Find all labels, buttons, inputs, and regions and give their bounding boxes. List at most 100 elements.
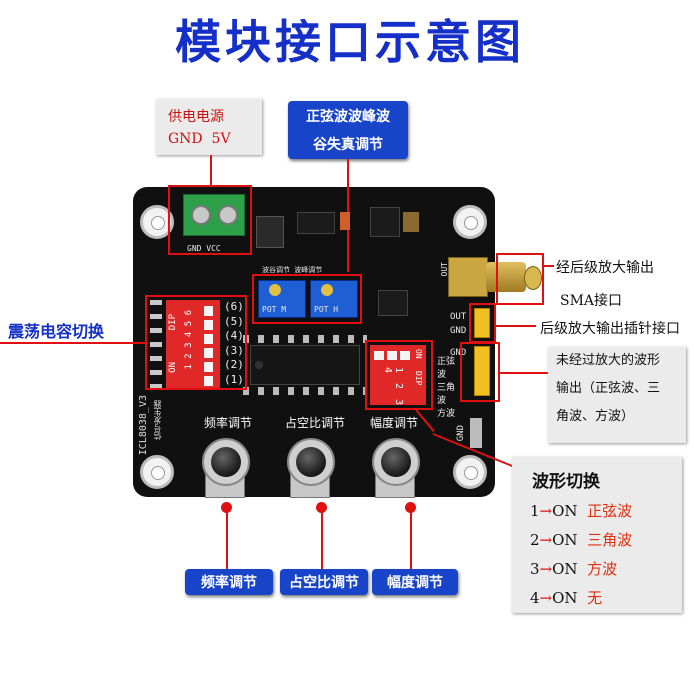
sma-callout: SMA接口 bbox=[560, 293, 623, 309]
amp-knob-ring bbox=[372, 438, 420, 486]
wave-row-3: 3→ON 方波 bbox=[530, 560, 618, 578]
chip-u1 bbox=[370, 207, 400, 237]
sma-highlight-box bbox=[496, 253, 544, 305]
paren-4: (4) bbox=[224, 329, 244, 342]
osc-cap-highlight-box bbox=[145, 295, 247, 390]
raw-out-line2: 输出（正弦波、三 bbox=[556, 381, 661, 396]
power-pins: GND 5V bbox=[168, 131, 231, 147]
pot-h-silk: POT H bbox=[314, 305, 339, 314]
amp-out-connector-line bbox=[544, 265, 554, 267]
raw-out-pin-header[interactable] bbox=[474, 346, 490, 396]
amp-out-callout: 经后级放大输出 bbox=[556, 260, 654, 276]
wave-row-4: 4→ON 无 bbox=[530, 589, 603, 607]
power-highlight-box bbox=[168, 185, 252, 255]
gnd-vcc-silk: GND VCC bbox=[187, 244, 221, 253]
sine-adjust-callout: 正弦波波峰波 谷失真调节 bbox=[288, 101, 408, 159]
wave-switch-title: 波形切换 bbox=[532, 472, 600, 492]
raw-out-callout: 未经过放大的波形 输出（正弦波、三 角波、方波） bbox=[548, 347, 686, 443]
gnd3-silk: GND bbox=[456, 425, 466, 442]
out-silk: OUT bbox=[440, 262, 449, 277]
freq-knob[interactable] bbox=[211, 447, 241, 477]
wave-silk-labels: 正弦波 三角波 方波 bbox=[437, 356, 457, 421]
paren-5: (5) bbox=[224, 314, 244, 328]
wave-switch-panel: 波形切换 1→ON 正弦波 2→ON 三角波 3→ON 方波 4→ON 无 bbox=[512, 457, 682, 613]
pot-h: POT H bbox=[310, 280, 358, 318]
amp-connector-line bbox=[410, 510, 412, 570]
silk-square: 方波 bbox=[437, 409, 456, 419]
duty-knob[interactable] bbox=[296, 447, 326, 477]
sine-pot-highlight-box bbox=[252, 274, 362, 324]
ic-pins-top bbox=[243, 335, 367, 343]
dip-right-numbers: 1 2 3 4 bbox=[382, 367, 404, 408]
pot-m-silk: POT M bbox=[262, 305, 287, 314]
icl8038-chip bbox=[250, 345, 360, 385]
raw-out-line3: 角波、方波） bbox=[556, 409, 635, 424]
dip-left-numbers: 1 2 3 4 5 6 bbox=[184, 310, 194, 370]
dip-left-silk: DIP bbox=[168, 314, 178, 331]
page-title: 模块接口示意图 bbox=[175, 15, 525, 69]
power-callout: 供电电源 GND 5V bbox=[156, 99, 262, 155]
pot-m: POT M bbox=[258, 280, 306, 318]
mount-hole-top-right bbox=[453, 205, 487, 239]
sine-pot-silk: 波谷调节 波峰调节 bbox=[262, 266, 323, 274]
chip-u3 bbox=[378, 290, 408, 316]
wave-dip-switch[interactable]: ON DIP 1 2 3 4 bbox=[370, 345, 426, 407]
sine-adjust-line1: 正弦波波峰波 bbox=[306, 109, 390, 125]
raw-out-highlight-box bbox=[460, 342, 500, 402]
duty-connector-line bbox=[321, 510, 323, 570]
osc-cap-callout: 震荡电容切换 bbox=[8, 322, 105, 341]
sma-connector-base bbox=[448, 257, 488, 297]
power-connector-line bbox=[210, 155, 212, 185]
board-sub-silk: 信号发生器 bbox=[153, 400, 162, 440]
dip-right-silk: DIP bbox=[414, 371, 423, 386]
amp-pin-highlight-box bbox=[469, 303, 496, 343]
mount-hole-bottom-right bbox=[453, 455, 487, 489]
dip-right-on-silk: ON bbox=[414, 349, 423, 359]
mount-hole-bottom-left bbox=[140, 455, 174, 489]
duty-marker-dot bbox=[316, 502, 327, 513]
paren-1: (1) bbox=[224, 372, 244, 386]
cap-c9 bbox=[403, 212, 419, 232]
paren-2: (2) bbox=[224, 358, 244, 371]
led-d4 bbox=[340, 212, 350, 230]
freq-silk: 频率调节 bbox=[204, 416, 253, 430]
power-terminal bbox=[183, 194, 245, 236]
dip-left-paren-labels: (6) (5) (4) (3) (2) (1) bbox=[224, 300, 244, 387]
osc-cap-dip-switch[interactable]: DIP ON 1 2 3 4 5 6 bbox=[166, 300, 220, 388]
freq-connector-line bbox=[226, 510, 228, 570]
gnd-silk: GND bbox=[450, 326, 467, 336]
sma-connector-barrel bbox=[486, 262, 526, 292]
wave-switch-rows: 1→ON 正弦波 2→ON 三角波 3→ON 方波 4→ON 无 bbox=[530, 497, 632, 613]
raw-out-connector-line bbox=[500, 372, 548, 374]
wave-row-1: 1→ON 正弦波 bbox=[530, 502, 633, 520]
out2-silk: OUT bbox=[450, 312, 467, 322]
paren-3: (3) bbox=[224, 343, 244, 357]
amp-knob[interactable] bbox=[381, 447, 411, 477]
amp-adjust-label: 幅度调节 bbox=[372, 569, 458, 595]
paren-6: (6) bbox=[224, 300, 244, 313]
freq-adjust-label: 频率调节 bbox=[185, 569, 273, 595]
board-name-silk: ICL8038_V3 bbox=[138, 395, 149, 456]
ic-pins-bottom bbox=[243, 387, 367, 395]
raw-out-line1: 未经过放大的波形 bbox=[556, 353, 661, 368]
sma-connector-tip bbox=[524, 266, 542, 290]
silk-sine: 正弦波 bbox=[437, 357, 456, 380]
sine-adjust-line2: 谷失真调节 bbox=[313, 137, 383, 153]
amp-pin-connector-line bbox=[496, 325, 536, 327]
osc-cap-connector-line bbox=[0, 342, 145, 344]
wave-row-2: 2→ON 三角波 bbox=[530, 531, 633, 549]
gnd-test-pin bbox=[470, 418, 482, 448]
amp-pin-header[interactable] bbox=[474, 308, 490, 338]
freq-marker-dot bbox=[221, 502, 232, 513]
power-title: 供电电源 bbox=[168, 109, 224, 125]
duty-silk: 占空比调节 bbox=[285, 416, 346, 430]
duty-adjust-label: 占空比调节 bbox=[280, 569, 368, 595]
dip-left-on-silk: ON bbox=[168, 362, 178, 373]
chip-u2 bbox=[297, 212, 335, 234]
wave-switch-highlight-box bbox=[365, 340, 433, 410]
amp-pin-callout: 后级放大输出插针接口 bbox=[540, 321, 680, 337]
cap-array bbox=[150, 300, 162, 388]
transistor-q bbox=[256, 216, 284, 248]
gnd2-silk: GND bbox=[450, 348, 467, 358]
amp-marker-dot bbox=[405, 502, 416, 513]
